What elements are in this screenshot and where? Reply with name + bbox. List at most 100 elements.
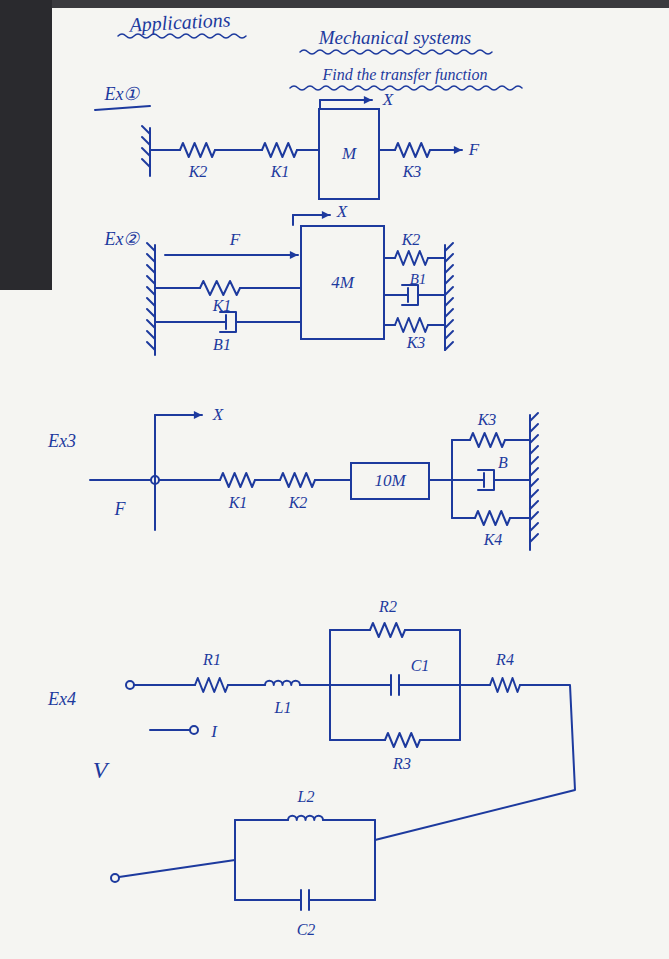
spring-symbol [475,511,510,525]
symbol-label: F [230,231,240,250]
terminal [111,874,119,882]
arrow-head [322,211,330,219]
damper-piston [225,315,227,329]
mass-label: 10M [374,471,405,491]
wall-hatch [142,148,150,156]
symbol-label: X [213,406,223,425]
wire [300,684,330,686]
wire [494,479,530,481]
wire [418,294,445,296]
wall-hatch [147,265,155,273]
arrow-head [290,251,298,259]
wire [374,820,376,900]
wall-hatch [530,501,538,509]
wire [255,479,270,481]
wire [385,324,395,326]
arrow-line [292,215,294,225]
symbol-label: Find the transfer function [323,66,488,84]
mass-box: M [318,108,380,200]
symbol-label: C1 [411,657,430,675]
wall [149,128,151,176]
damper-piston [483,473,485,487]
wall-hatch [142,159,150,167]
symbol-label: R4 [496,651,514,669]
spring-symbol [395,251,428,265]
wall-hatch [530,457,538,465]
wire [399,684,460,686]
symbol-label: R2 [379,598,397,616]
inductor-symbol [288,816,323,820]
wall-hatch [147,342,155,350]
resistor-symbol [490,678,520,692]
wall-hatch [445,276,453,284]
mass-label: 4M [331,273,354,293]
wire [150,149,180,151]
wire [159,479,220,481]
wire [235,899,301,901]
underline [95,106,150,110]
symbol-label: K3 [407,334,426,352]
capacitor-symbol [300,890,302,910]
underline [290,86,522,90]
wire [505,439,530,441]
inductor-symbol [265,681,300,685]
wire [420,739,460,741]
symbol-label: F [469,141,479,160]
symbol-label: K2 [189,163,208,181]
terminal [126,681,134,689]
wire [452,517,475,519]
wire [315,479,350,481]
symbol-label: K4 [484,531,503,549]
wall-hatch [530,413,538,421]
wire [452,439,470,441]
wire [428,257,445,259]
wall-hatch [147,309,155,317]
symbol-label: B1 [213,336,231,354]
mass-box: 4M [300,225,385,340]
wire [235,819,288,821]
wire [385,257,395,259]
wire [240,287,300,289]
wire [428,324,445,326]
wire [155,287,200,289]
arrow-line [319,100,321,108]
wire [215,149,260,151]
symbol-label: Ex① [105,85,140,105]
wire [405,629,460,631]
spring-symbol [180,143,215,157]
wall-hatch [445,243,453,251]
wall-hatch [445,298,453,306]
spring-symbol [395,318,428,332]
symbol-label: Mechanical systems [319,28,471,49]
symbol-label: K1 [229,494,248,512]
wire [90,479,151,481]
symbol-label: K1 [271,163,290,181]
wall-hatch [530,534,538,542]
arrow-head [194,411,202,419]
symbol-label: K1 [213,297,232,315]
symbol-label: R3 [393,755,411,773]
underline [300,50,492,54]
terminal [190,726,198,734]
symbol-label: X [383,91,393,110]
symbol-label: F [115,500,126,520]
wall-hatch [445,254,453,262]
symbol-label: L1 [275,699,292,717]
wire [236,321,300,323]
keyboard-edge [0,0,52,290]
capacitor-symbol [390,675,392,695]
symbol-label: C2 [297,921,316,939]
arrow-head [364,96,372,104]
wall-hatch [445,309,453,317]
wire [297,149,318,151]
wire [228,684,265,686]
symbol-label: R1 [203,651,221,669]
wire [119,860,235,877]
spring-symbol [395,143,430,157]
wall-hatch [530,523,538,531]
mass-box: 10M [350,462,430,500]
damper-piston [407,288,409,302]
resistor-symbol [385,733,420,747]
